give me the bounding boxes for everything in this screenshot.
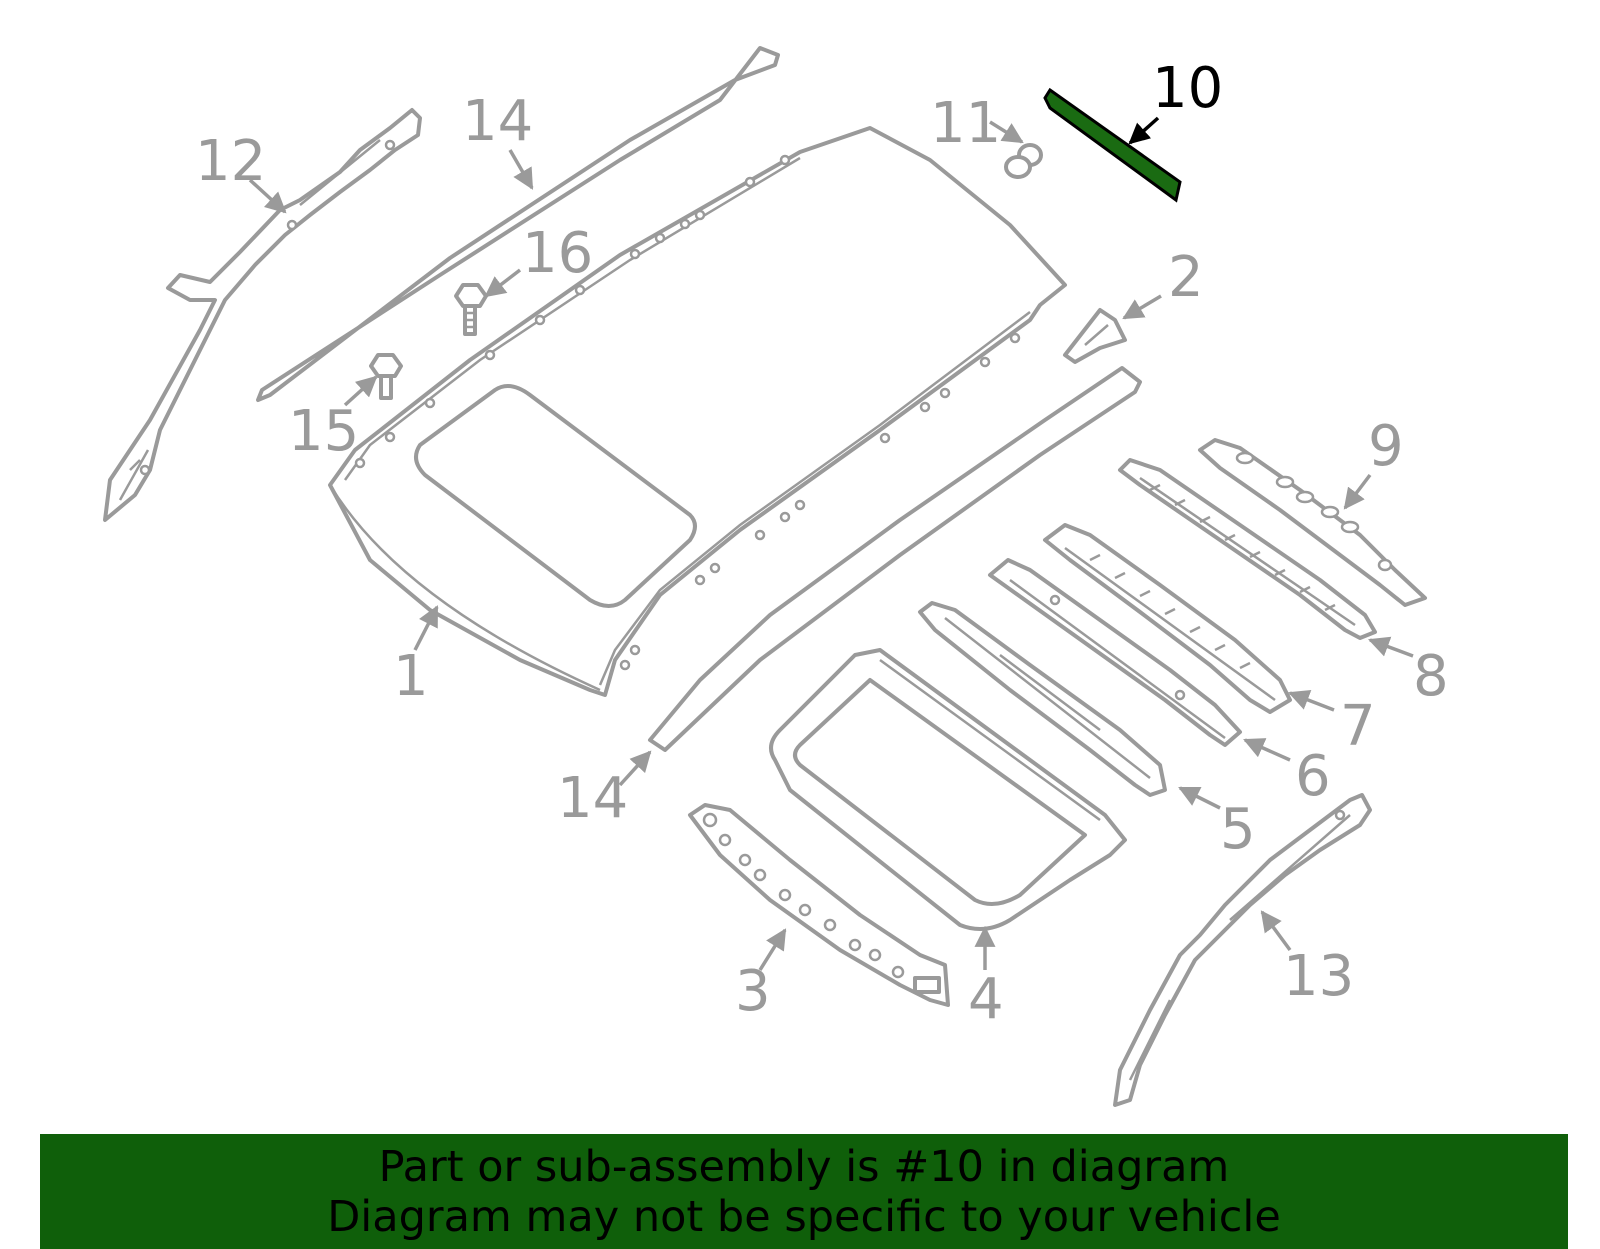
callout-16: 16 (522, 221, 593, 286)
callout-1: 1 (393, 644, 429, 709)
callout-6: 6 (1295, 744, 1331, 809)
callout-8: 8 (1413, 644, 1449, 709)
callout-14-upper: 14 (462, 89, 533, 154)
part-14-upper-roof-rail (256, 46, 780, 402)
part-11-clip (1004, 143, 1043, 179)
part-5-front-header (918, 601, 1167, 797)
callout-2: 2 (1168, 245, 1204, 310)
banner-line-2: Diagram may not be specific to your vehi… (327, 1191, 1281, 1242)
part-14-lower-roof-rail (648, 366, 1142, 752)
part-2-bracket (1063, 308, 1127, 364)
callout-7: 7 (1340, 694, 1376, 759)
part-10-highlighted-strip (1043, 87, 1182, 203)
callout-11: 11 (930, 91, 1001, 156)
callout-5: 5 (1220, 797, 1256, 862)
callout-10: 10 (1152, 56, 1223, 121)
part-12-pillar-reinforcement (103, 108, 422, 522)
part-15-bolt (369, 353, 403, 400)
info-banner: Part or sub-assembly is #10 in diagram D… (40, 1134, 1568, 1249)
callout-arrows (248, 116, 1414, 971)
part-4-sunroof-frame (769, 648, 1127, 931)
part-6-roof-bow (988, 558, 1242, 747)
callout-14-lower: 14 (557, 766, 628, 831)
callout-12: 12 (195, 129, 266, 194)
part-8-roof-bow (1118, 458, 1377, 640)
part-3-front-reinforcement (688, 803, 950, 1007)
part-1-roof-panel (328, 126, 1067, 697)
callout-labels: 12 14 16 15 11 10 2 9 8 7 6 5 13 4 3 14 … (195, 56, 1449, 1032)
callout-9: 9 (1368, 414, 1404, 479)
banner-line-1: Part or sub-assembly is #10 in diagram (378, 1141, 1230, 1192)
callout-13: 13 (1283, 944, 1354, 1009)
part-16-bolt (454, 283, 488, 336)
callout-3: 3 (735, 959, 771, 1024)
part-13-pillar-reinforcement (1113, 793, 1372, 1107)
callout-15: 15 (288, 399, 359, 464)
part-9-rear-header (1198, 438, 1427, 607)
callout-4: 4 (968, 967, 1004, 1032)
